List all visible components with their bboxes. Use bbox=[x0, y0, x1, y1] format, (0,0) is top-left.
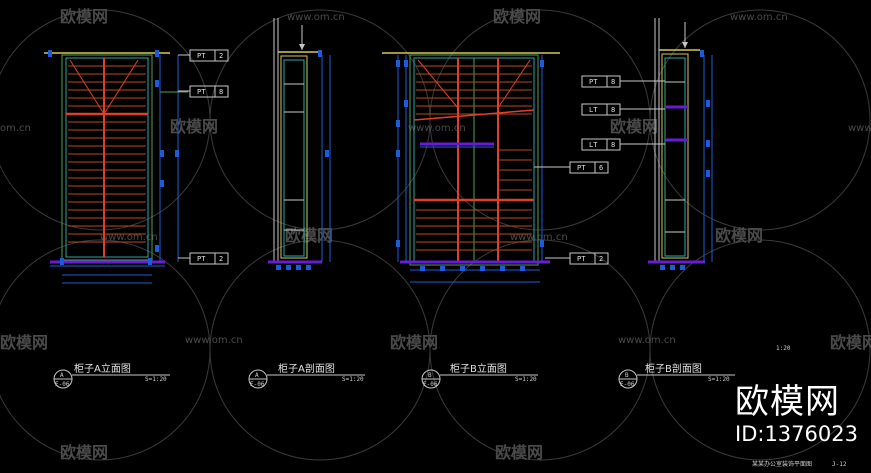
material-tags: PT 2 PT 8 PT 2 PT 8 bbox=[178, 49, 665, 265]
brand-overlay: 欧模网 ID:1376023 bbox=[735, 383, 865, 447]
watermarks: 欧模网 www.om.cn 欧模网 www.om.cn om.cn 欧模网 ww… bbox=[0, 7, 871, 462]
sheet-notes: 1:20 某某办公室装饰平面图 J-12 bbox=[752, 345, 847, 468]
watermark-logo: 欧模网 bbox=[390, 333, 438, 352]
watermark-url: www.om.cn bbox=[100, 232, 158, 243]
drawing-scale: S=1:20 bbox=[342, 376, 364, 383]
drawing-scale: S=1:20 bbox=[145, 376, 167, 383]
tag-label: PT bbox=[589, 78, 598, 86]
watermark-url: www.om.cn bbox=[287, 12, 345, 23]
section-bubble-top: B bbox=[625, 372, 629, 379]
drawing-title-block: B E-06 柜子B立面图 S=1:20 bbox=[421, 362, 538, 389]
material-tag: PT 8 bbox=[581, 75, 665, 88]
drawing-title-block: A E-06 柜子A立面图 S=1:20 bbox=[53, 362, 170, 389]
material-tag: PT 8 bbox=[178, 85, 229, 98]
watermark-url: om.cn bbox=[0, 123, 31, 134]
watermark-url: www.om.cn bbox=[408, 123, 466, 134]
brand-name: 欧模网 bbox=[735, 382, 840, 422]
material-tag: PT 2 bbox=[545, 252, 609, 265]
section-bubble-top: B bbox=[428, 372, 432, 379]
watermark-url: www.om.cn bbox=[730, 12, 788, 23]
watermark-arcs bbox=[0, 9, 871, 461]
drawing-title: 柜子B剖面图 bbox=[645, 362, 702, 375]
cabinet-b-section bbox=[648, 18, 713, 270]
drawing-title: 柜子A剖面图 bbox=[278, 362, 335, 375]
drawing-titles: A E-06 柜子A立面图 S=1:20 A E-06 柜子A剖面图 S=1:2… bbox=[53, 362, 735, 389]
watermark-url: www.om.cn bbox=[848, 123, 871, 134]
cabinet-b-elevation bbox=[382, 52, 560, 283]
drawing-scale: S=1:20 bbox=[708, 376, 730, 383]
tag-label: PT bbox=[197, 52, 206, 60]
material-tag: PT 2 bbox=[178, 252, 229, 265]
tag-label: LT bbox=[589, 106, 598, 114]
tag-number: 8 bbox=[611, 78, 615, 86]
drawing-title-block: B E-06 柜子B剖面图 S=1:20 bbox=[618, 362, 735, 389]
tag-number: 2 bbox=[219, 255, 223, 263]
tag-label: PT bbox=[197, 255, 206, 263]
watermark-logo: 欧模网 bbox=[170, 117, 218, 136]
drawing-title: 柜子A立面图 bbox=[74, 362, 131, 375]
watermark-logo: 欧模网 bbox=[830, 333, 871, 352]
watermark-logo: 欧模网 bbox=[610, 117, 658, 136]
watermark-logo: 欧模网 bbox=[60, 443, 108, 462]
tag-label: PT bbox=[577, 255, 586, 263]
tag-number: 8 bbox=[219, 88, 223, 96]
drawing-title: 柜子B立面图 bbox=[450, 362, 507, 375]
tag-number: 2 bbox=[599, 255, 603, 263]
drawing-scale: S=1:20 bbox=[515, 376, 537, 383]
tag-number: 6 bbox=[599, 164, 603, 172]
tag-label: PT bbox=[197, 88, 206, 96]
material-tag: LT 8 bbox=[581, 103, 665, 116]
tag-label: PT bbox=[577, 164, 586, 172]
section-bubble-top: A bbox=[60, 372, 64, 379]
tag-number: 2 bbox=[219, 52, 223, 60]
tag-number: 8 bbox=[611, 106, 615, 114]
section-bubble-bottom: E-06 bbox=[55, 381, 70, 388]
watermark-url: www.om.cn bbox=[618, 335, 676, 346]
watermark-logo: 欧模网 bbox=[495, 443, 543, 462]
tag-label: LT bbox=[589, 141, 598, 149]
sheet-title: 某某办公室装饰平面图 bbox=[752, 460, 812, 468]
section-bubble-top: A bbox=[255, 372, 259, 379]
watermark-logo: 欧模网 bbox=[715, 226, 763, 245]
sheet-scale-note: 1:20 bbox=[776, 345, 791, 352]
cabinet-a-elevation bbox=[44, 50, 188, 284]
watermark-logo: 欧模网 bbox=[60, 7, 108, 26]
material-tag: PT 6 bbox=[534, 161, 609, 174]
watermark-url: www.om.cn bbox=[185, 335, 243, 346]
watermark-url: www.om.cn bbox=[510, 232, 568, 243]
watermark-logo: 欧模网 bbox=[285, 226, 333, 245]
watermark-logo: 欧模网 bbox=[493, 7, 541, 26]
section-bubble-bottom: E-06 bbox=[620, 381, 635, 388]
material-tag: LT 8 bbox=[581, 138, 665, 151]
section-bubble-bottom: E-06 bbox=[423, 381, 438, 388]
watermark-logo: 欧模网 bbox=[0, 333, 48, 352]
brand-id: ID:1376023 bbox=[735, 422, 858, 446]
tag-number: 8 bbox=[611, 141, 615, 149]
section-bubble-bottom: E-06 bbox=[250, 381, 265, 388]
sheet-number: J-12 bbox=[832, 461, 847, 468]
drawing-title-block: A E-06 柜子A剖面图 S=1:20 bbox=[248, 362, 365, 389]
material-tag: PT 2 bbox=[178, 49, 229, 62]
cabinet-a-section bbox=[268, 18, 331, 270]
